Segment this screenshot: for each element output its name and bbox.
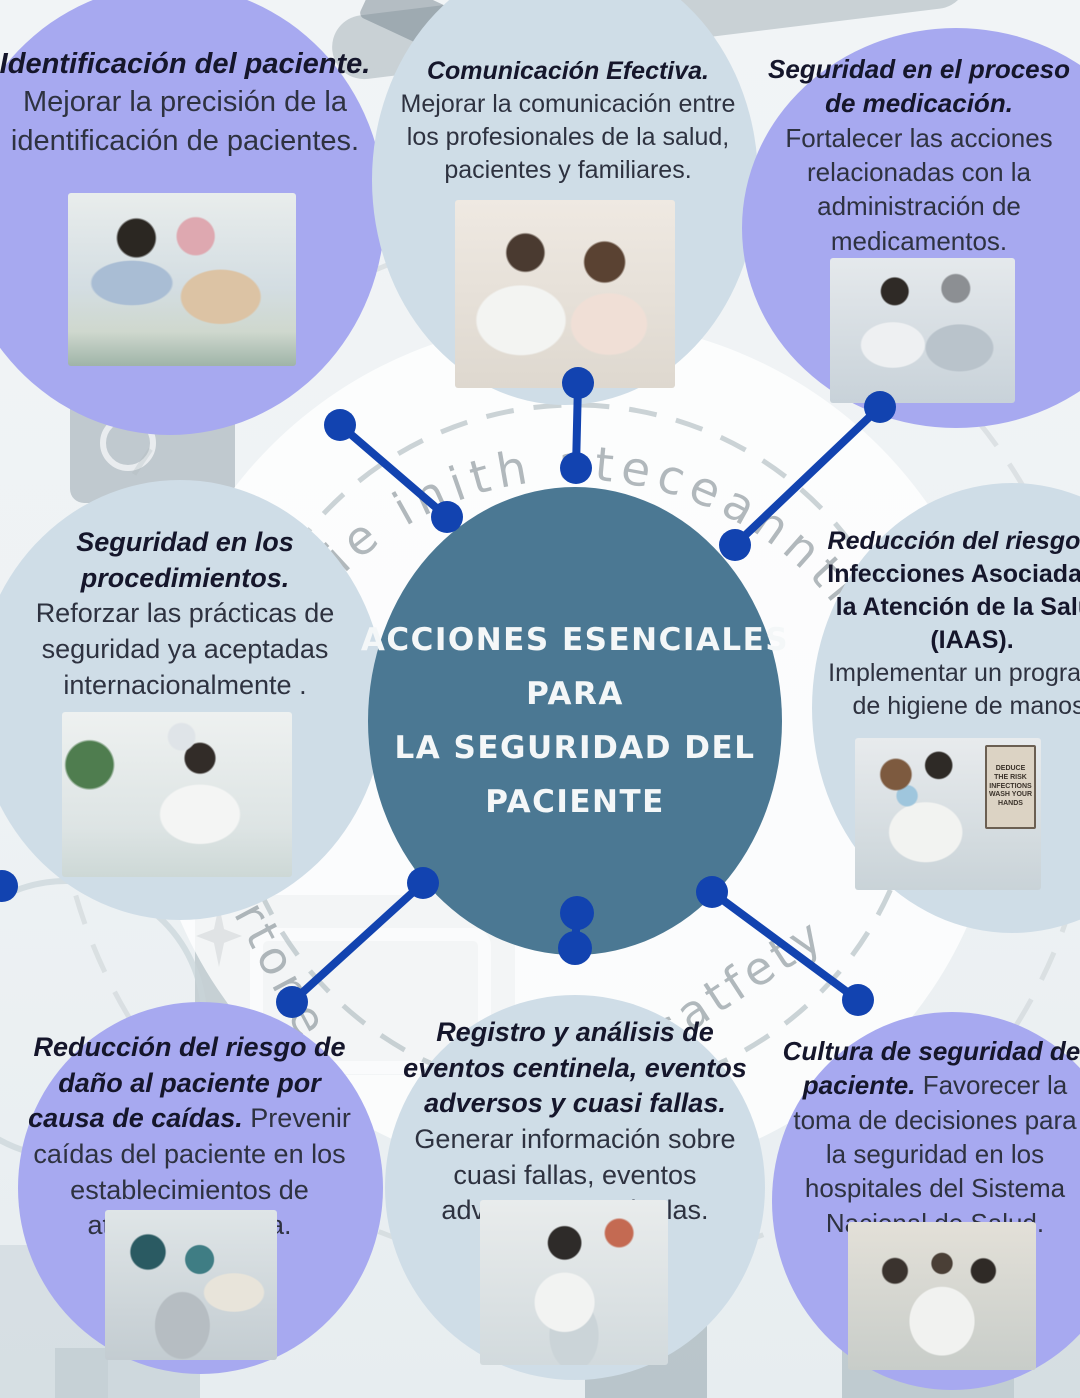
photo-iaas: DEDUCE THE RISK INFECTIONS WASH YOUR HAN… [855, 738, 1041, 890]
poster-line: THE RISK [994, 773, 1027, 781]
central-title-line: PACIENTE [485, 784, 665, 821]
connector-dot [560, 452, 592, 484]
bubble-registro-title: Registro y análisis de eventos centinela… [403, 1017, 747, 1119]
bubble-procedimientos-text: Seguridad en los procedimientos. Reforza… [5, 525, 365, 703]
poster-line: INFECTIONS [989, 782, 1032, 790]
central-topic-circle: ACCIONES ESENCIALES PARA LA SEGURIDAD DE… [361, 487, 788, 955]
poster-line: DEDUCE [995, 765, 1026, 773]
bubble-procedimientos-title: Seguridad en los procedimientos. [76, 527, 294, 593]
connector-dot [842, 984, 874, 1016]
central-title-line: LA SEGURIDAD DEL [394, 730, 756, 766]
photo-cultura [848, 1222, 1036, 1370]
bubble-medicacion-text: Seguridad en el proceso de medicación. F… [758, 52, 1080, 258]
bubble-comunicacion-body: Mejorar la comunicación entre los profes… [400, 90, 736, 184]
connector-dot [324, 409, 356, 441]
bubble-iaas-text: Reducción del riesgo de Infecciones Asoc… [822, 525, 1080, 723]
bubble-comunicacion-title: Comunicación Efectiva. [426, 57, 710, 85]
bubble-iaas-title-strong: Infecciones Asociadas a la Atención de l… [827, 560, 1080, 654]
connector-top-left [336, 421, 451, 521]
central-title-line: PARA [526, 675, 624, 712]
poster-line: HANDS [998, 800, 1023, 808]
bubble-iaas-title: Reducción del riesgo de Infecciones Asoc… [822, 525, 1080, 657]
bubble-identificacion-text: Identificación del paciente. Mejorar la … [0, 45, 375, 160]
photo-registro [480, 1200, 668, 1365]
bubble-identificacion-body: Mejorar la precisión de la identificació… [10, 86, 360, 157]
photo-procedimientos [62, 712, 292, 877]
handwash-poster: DEDUCE THE RISK INFECTIONS WASH YOUR HAN… [985, 745, 1036, 829]
bubble-identificacion-title: Identificación del paciente. [0, 48, 371, 80]
bubble-iaas-body: Implementar un programa de higiene de ma… [828, 659, 1080, 720]
photo-identificacion [68, 193, 296, 366]
bubble-medicacion-body: Fortalecer las acciones relacionadas con… [785, 122, 1053, 256]
photo-medicacion [830, 258, 1015, 403]
poster-line: WASH YOUR [988, 791, 1033, 799]
connector-dot [719, 529, 751, 561]
photo-caidas [105, 1210, 277, 1360]
bubble-cultura-text: Cultura de seguridad del paciente. Favor… [782, 1034, 1080, 1240]
central-title-line: ACCIONES ESENCIALES [360, 621, 790, 658]
bubble-iaas-title-em: Reducción del riesgo de [827, 527, 1080, 555]
bubble-registro-text: Registro y análisis de eventos centinela… [395, 1015, 755, 1229]
bubble-medicacion-title: Seguridad en el proceso de medicación. [768, 54, 1070, 119]
photo-comunicacion [455, 200, 675, 388]
bubble-comunicacion-text: Comunicación Efectiva. Mejorar la comuni… [398, 55, 738, 187]
bubble-procedimientos-body: Reforzar las prácticas de seguridad ya a… [35, 598, 335, 700]
